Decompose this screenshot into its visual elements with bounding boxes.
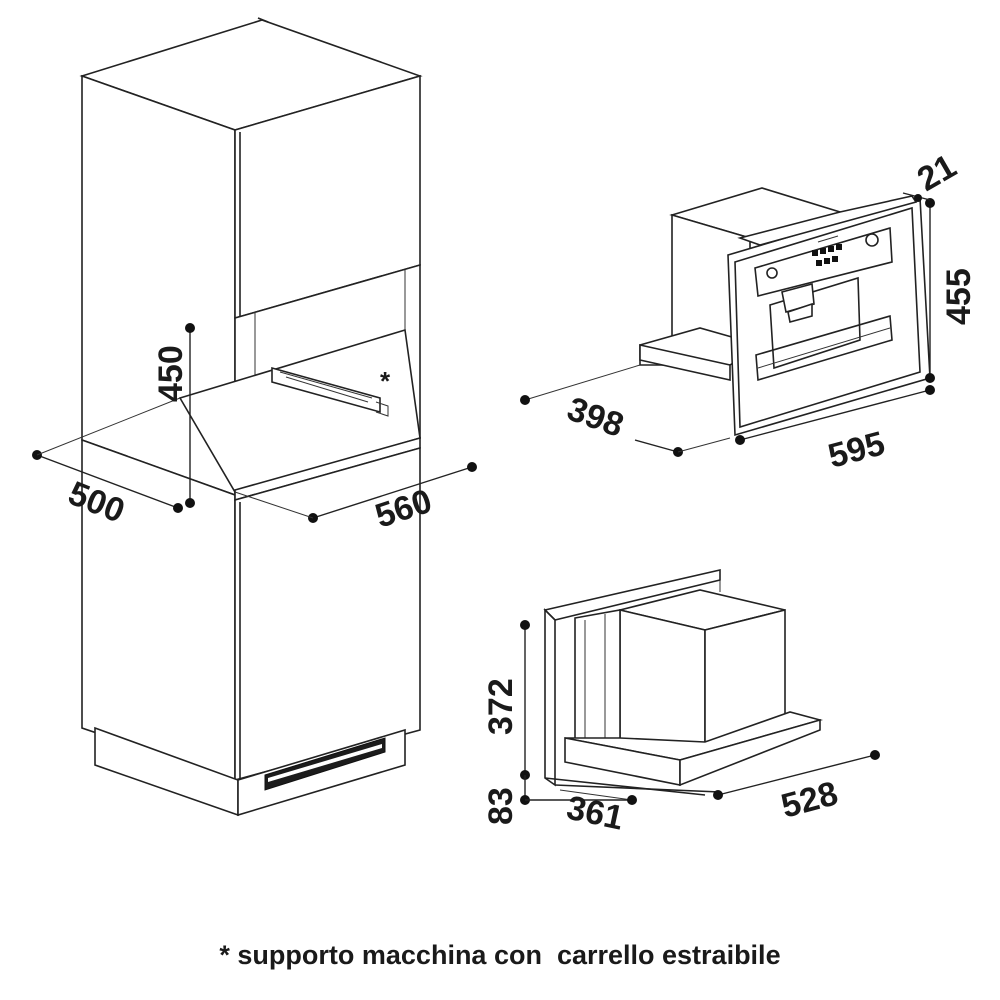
caption: * supporto macchina con carrello estraib… bbox=[219, 940, 781, 970]
label-asterisk: * bbox=[380, 366, 391, 396]
label-frame-thickness: 21 bbox=[911, 147, 963, 199]
machine-dimensions bbox=[520, 192, 935, 457]
carriage-drawing bbox=[543, 568, 824, 796]
label-carriage-length: 528 bbox=[777, 774, 842, 825]
cabinet-drawing bbox=[79, 17, 423, 817]
label-carriage-height: 372 bbox=[482, 678, 520, 735]
label-carriage-depth: 361 bbox=[563, 789, 626, 838]
label-machine-width: 595 bbox=[824, 424, 889, 475]
label-machine-depth: 398 bbox=[562, 390, 628, 445]
carriage-dimensions bbox=[520, 620, 880, 805]
machine-drawing bbox=[639, 187, 931, 437]
label-carriage-base: 83 bbox=[482, 787, 520, 825]
label-niche-height: 450 bbox=[152, 345, 190, 402]
label-machine-height: 455 bbox=[940, 268, 978, 325]
cabinet-dimensions bbox=[32, 323, 477, 523]
